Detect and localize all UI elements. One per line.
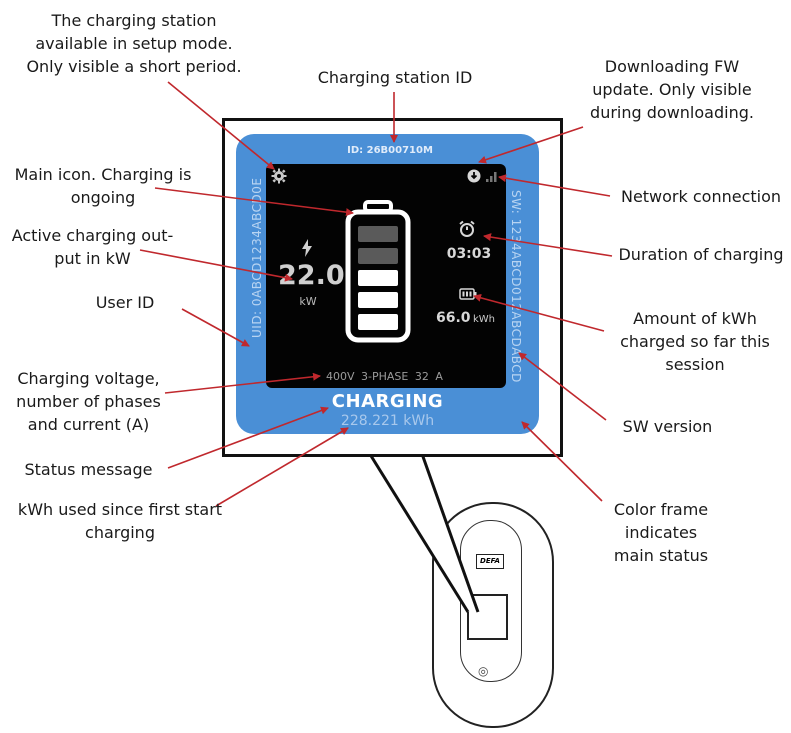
label-network: Network connection — [620, 187, 782, 206]
arrow-network — [498, 174, 611, 197]
battery-segment — [358, 248, 398, 264]
arrow-color-frame — [521, 421, 603, 502]
arrow-voltage — [164, 372, 321, 394]
arrow-setup-mode — [167, 81, 275, 170]
charging-duration: 03:03 — [446, 246, 492, 262]
arrow-status — [167, 406, 329, 469]
session-energy-value: 66.0 — [436, 310, 471, 326]
session-energy-unit: kWh — [473, 314, 496, 325]
station-id: ID: 26B00710M — [347, 145, 433, 156]
timer-icon — [459, 220, 475, 237]
download-icon — [467, 169, 481, 183]
arrow-kwh-total — [215, 427, 349, 507]
arrow-main-icon — [154, 187, 354, 217]
lightning-icon — [302, 239, 312, 257]
arrow-user-id — [181, 308, 250, 347]
arrow-energy — [473, 293, 605, 332]
arrow-duration — [483, 233, 613, 257]
network-signal-icon — [486, 172, 497, 182]
battery-segment — [358, 314, 398, 330]
label-sw-version: SW version — [622, 417, 713, 436]
arrow-active-output — [139, 249, 293, 282]
setup-gear-icon — [271, 168, 287, 184]
battery-charging-icon — [345, 200, 411, 343]
label-status-message: Status message — [24, 460, 153, 479]
nfc-icon: ◎ — [478, 664, 489, 678]
voltage-phase-current: 400V 3-PHASE 32 A — [326, 370, 443, 383]
defa-logo: DEFA — [476, 554, 504, 569]
total-kwh: 228.221 kWh — [340, 413, 435, 429]
label-user-id: User ID — [95, 293, 155, 312]
arrow-download — [478, 126, 584, 164]
status-message: CHARGING — [331, 391, 444, 412]
label-active-output: Active charging out-put in kW — [11, 226, 174, 268]
power-unit: kW — [299, 295, 317, 308]
battery-segment — [358, 270, 398, 286]
battery-segment — [358, 226, 398, 242]
label-duration: Duration of charging — [618, 245, 784, 264]
arrow-sw-version — [518, 352, 607, 421]
battery-segment — [358, 292, 398, 308]
charger-display-window — [467, 594, 508, 640]
label-station-id: Charging station ID — [317, 68, 473, 87]
